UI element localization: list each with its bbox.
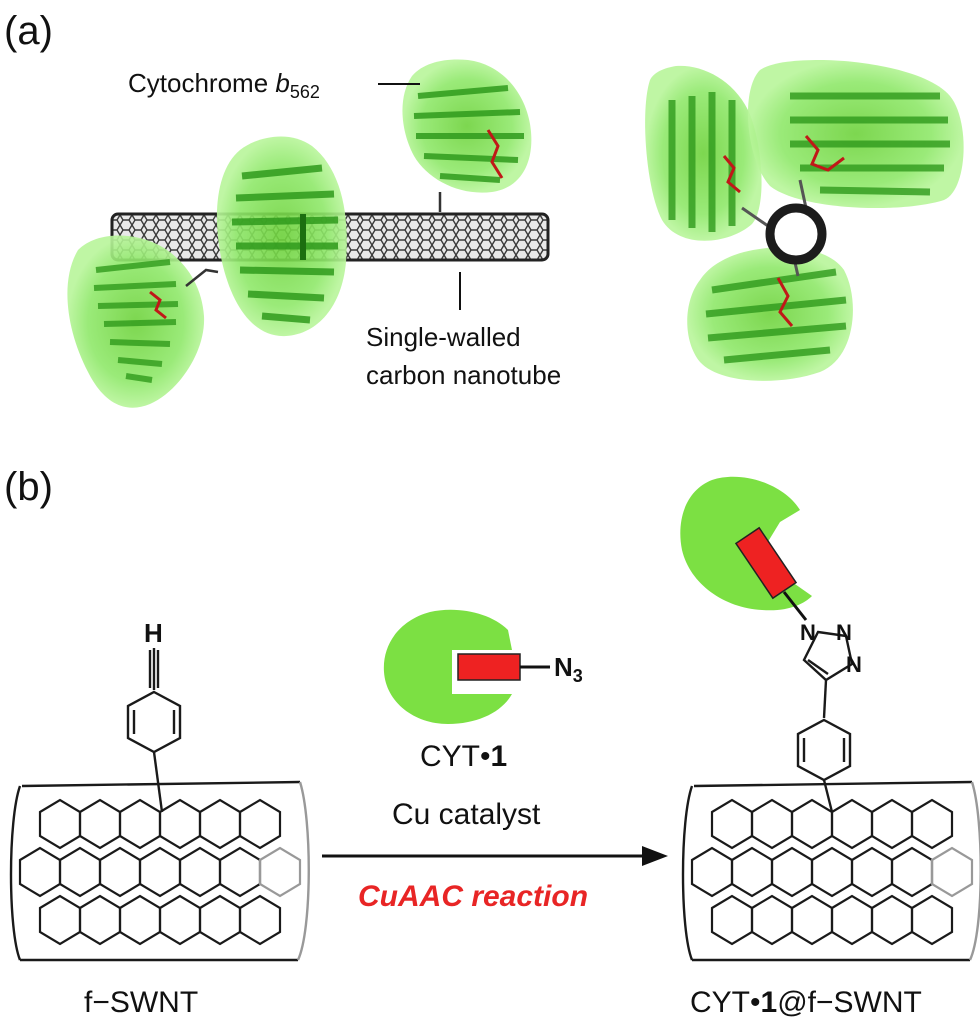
f-swnt-structure: H — [9, 618, 310, 962]
panel-b-label: (b) — [4, 465, 53, 509]
cyt1-reagent-icon: N3 — [383, 609, 583, 724]
reaction-arrow — [322, 846, 668, 866]
nanotube-cross-section-view — [645, 60, 964, 381]
alkyne-h-label: H — [144, 618, 163, 648]
triazole-n2: N — [836, 620, 852, 645]
protein-top — [402, 59, 532, 212]
product-structure: N N N — [681, 620, 980, 962]
triazole-n3: N — [846, 652, 862, 677]
product-label: CYT•1@f−SWNT — [690, 986, 922, 1019]
product-protein-icon — [680, 476, 812, 621]
condition-label: Cu catalyst — [392, 798, 541, 831]
triazole-n1: N — [800, 620, 816, 645]
protein-label: Cytochrome b562 — [128, 68, 320, 102]
tube-label-line1: Single-walled — [366, 322, 521, 352]
start-label: f−SWNT — [84, 986, 198, 1019]
reaction-name-label: CuAAC reaction — [358, 880, 588, 913]
reagent-label: CYT•1 — [420, 740, 507, 773]
tube-label-line2: carbon nanotube — [366, 360, 561, 390]
panel-a-label: (a) — [4, 9, 53, 53]
protein-left-bottom — [67, 235, 219, 408]
protein-middle — [216, 136, 347, 337]
azide-label: N3 — [554, 652, 583, 686]
